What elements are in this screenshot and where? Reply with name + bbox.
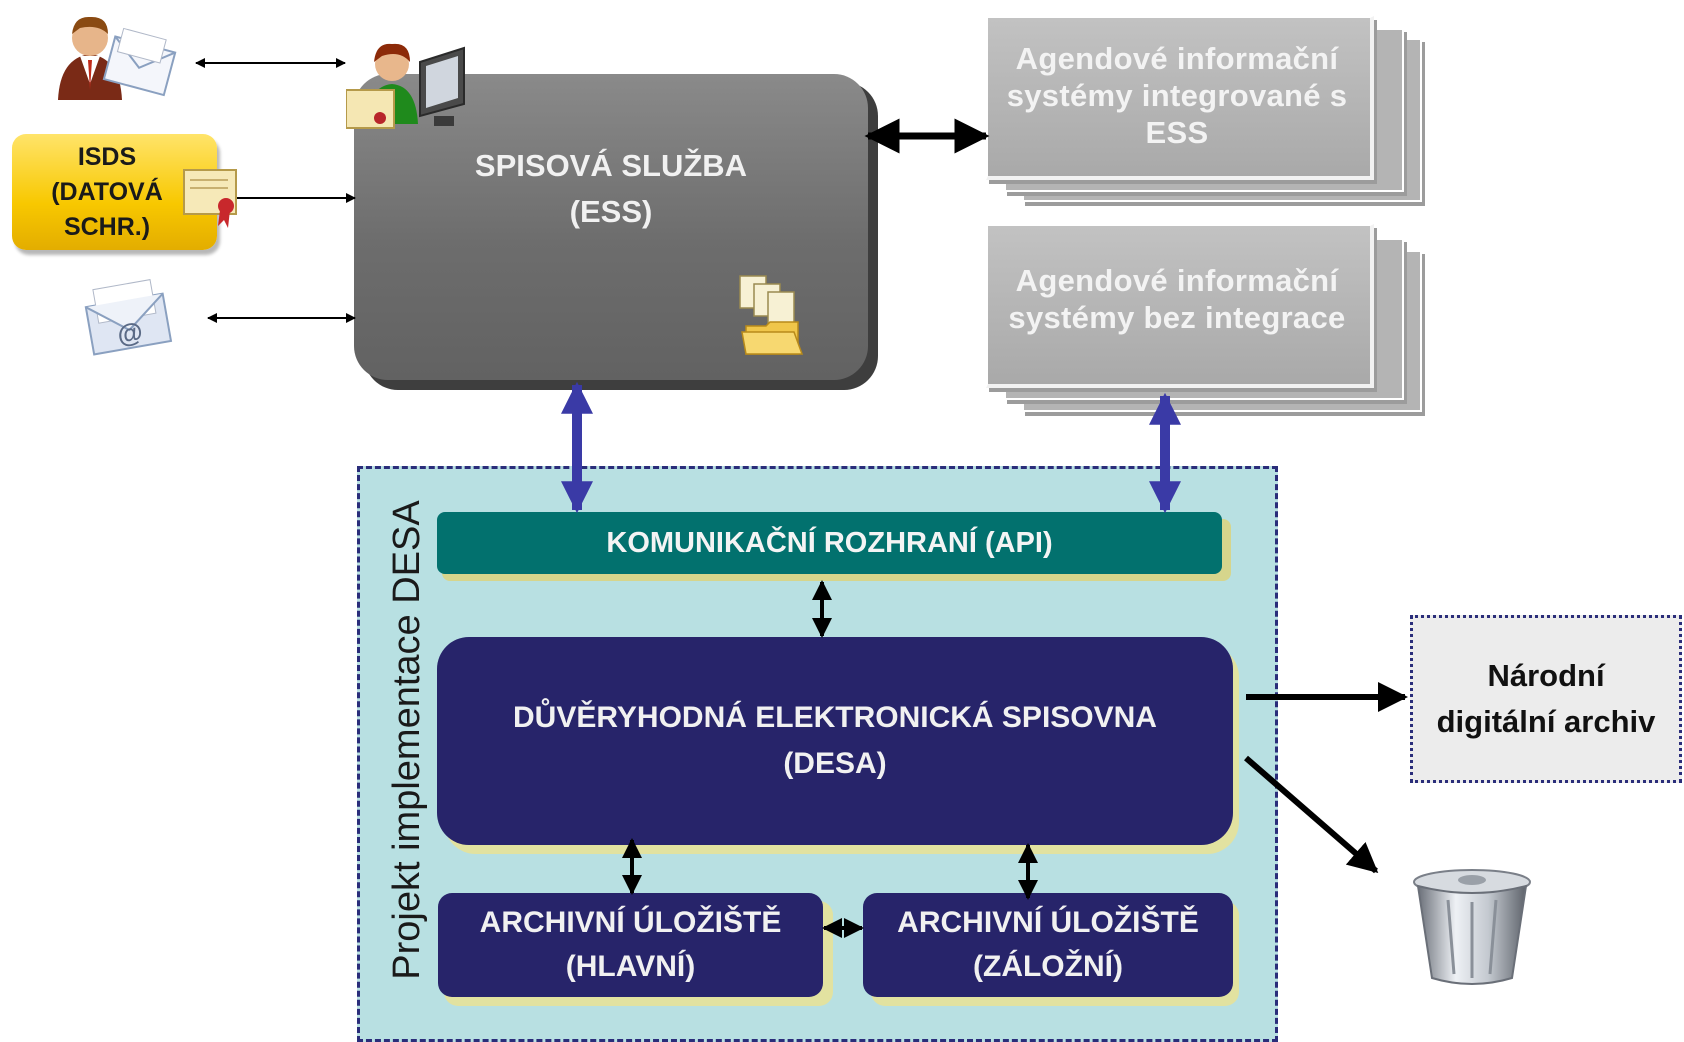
storage-backup-box xyxy=(863,893,1233,997)
isds-label: ISDS (DATOVÁ SCHR.) xyxy=(51,142,163,241)
agenda-plain-box xyxy=(986,224,1374,388)
desa-box xyxy=(437,637,1233,845)
svg-text:@: @ xyxy=(115,316,145,350)
storage-main-box xyxy=(438,893,823,997)
storage-backup-label: ARCHIVNÍ ÚLOŽIŠTĚ (ZÁLOŽNÍ) xyxy=(897,906,1199,983)
national-archive-box xyxy=(1410,615,1682,783)
storage-main-label: ARCHIVNÍ ÚLOŽIŠTĚ (HLAVNÍ) xyxy=(479,906,782,983)
ess-label: SPISOVÁ SLUŽBA (ESS) xyxy=(474,148,748,229)
trash-bin-icon xyxy=(1413,869,1531,985)
person-envelope-icon xyxy=(58,16,177,100)
national-archive-label: Národní digitální archiv xyxy=(1436,658,1656,739)
api-label: KOMUNIKAČNÍ ROZHRANÍ (API) xyxy=(606,526,1053,559)
api-box xyxy=(437,512,1222,574)
agenda-integrated-label: Agendové informační systémy integrované … xyxy=(1006,40,1348,150)
desa-label: DŮVĚRYHODNÁ ELEKTRONICKÁ SPISOVNA (DESA) xyxy=(513,701,1157,780)
agenda-plain-label: Agendové informační systémy bez integrac… xyxy=(1008,263,1346,335)
certificate-icon xyxy=(183,169,237,228)
arrow-desa-trash xyxy=(1244,755,1379,874)
clerk-computer-icon xyxy=(346,43,465,129)
documents-folder-icon xyxy=(739,275,804,355)
agenda-integrated-box xyxy=(986,16,1374,180)
isds-box xyxy=(12,134,217,250)
email-envelope-icon: @ xyxy=(84,279,173,356)
